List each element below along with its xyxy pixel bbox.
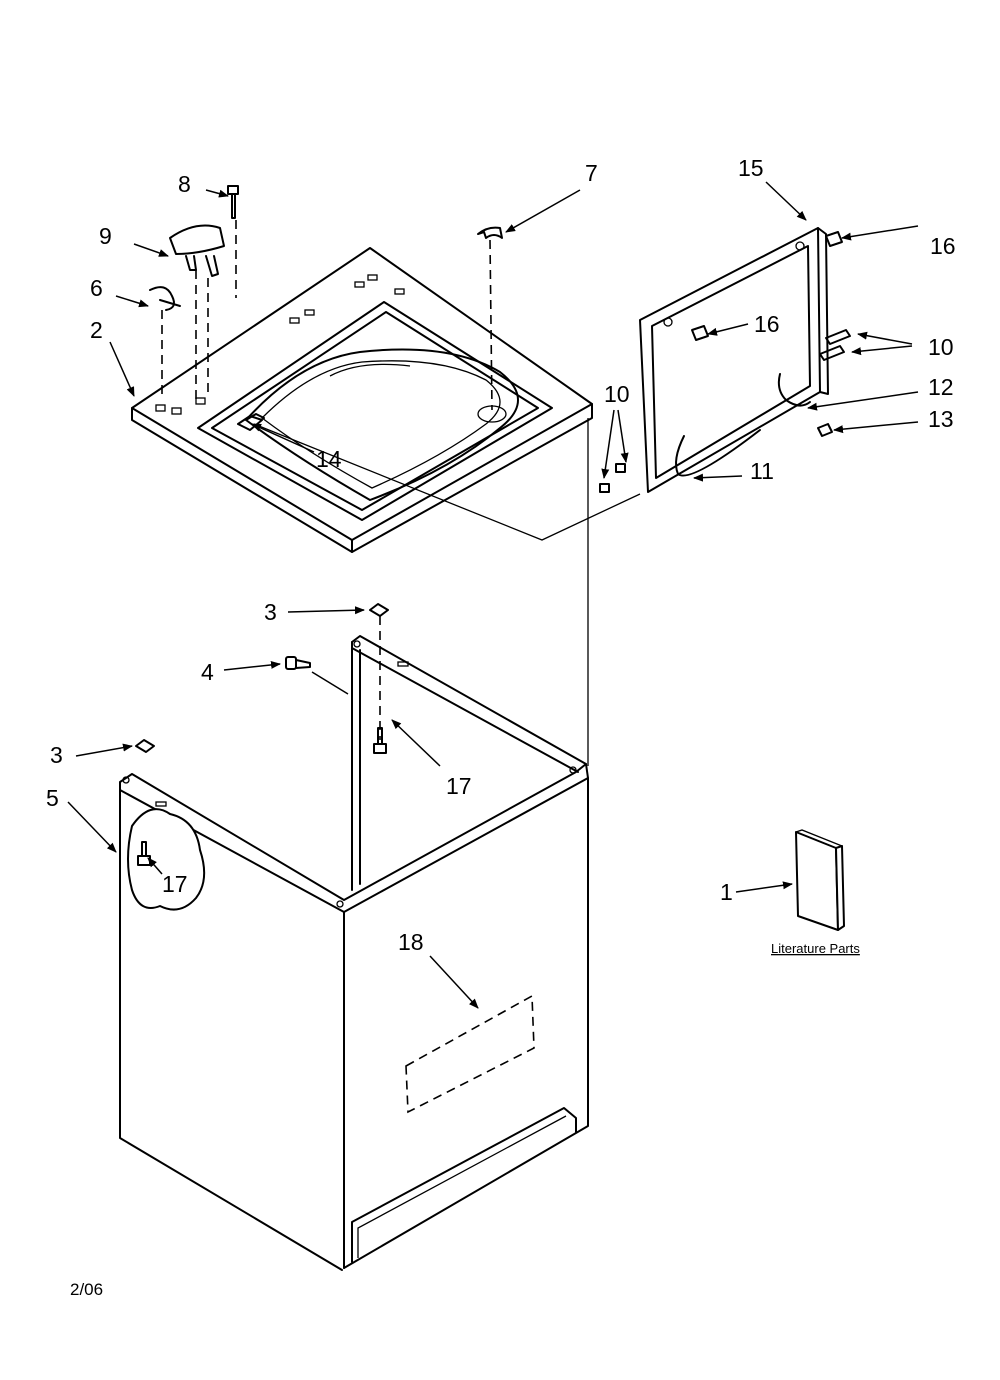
dash-line-7 — [489, 239, 493, 411]
callout-6: 6 — [90, 275, 103, 301]
callout-10b: 10 — [604, 381, 630, 407]
leader-lines — [67, 181, 919, 1009]
screw-17-upper — [373, 727, 387, 754]
screw-10a — [615, 463, 626, 473]
bumper-7 — [477, 226, 503, 239]
callout-5: 5 — [46, 785, 59, 811]
screw-4 — [285, 656, 311, 670]
date-code: 2/06 — [70, 1280, 103, 1299]
callout-16a: 16 — [930, 233, 956, 259]
callout-11: 11 — [750, 458, 774, 484]
clip-3a — [369, 603, 389, 617]
callout-numbers: 8 9 6 2 7 15 16 16 10 12 13 10 11 14 3 4… — [46, 155, 956, 955]
screw-10d — [819, 345, 845, 361]
bumper-13 — [817, 423, 833, 437]
screw-8 — [227, 185, 239, 219]
cabinet — [119, 635, 589, 1271]
callout-8: 8 — [178, 171, 191, 197]
hinge-rod-12 — [777, 373, 811, 407]
callout-7: 7 — [585, 160, 598, 186]
top-panel — [131, 247, 593, 553]
label-area-18 — [405, 994, 535, 1114]
clip-3b — [135, 739, 155, 753]
callout-14: 14 — [316, 446, 342, 472]
hinge-rod-11 — [675, 429, 761, 477]
screw-10b — [599, 483, 610, 493]
callout-1: 1 — [720, 879, 733, 905]
callout-2: 2 — [90, 317, 103, 343]
bumper-16a — [691, 325, 709, 341]
tab-14 — [245, 413, 265, 421]
callout-16b: 16 — [754, 311, 780, 337]
callout-17b: 17 — [162, 871, 188, 897]
callout-18: 18 — [398, 929, 424, 955]
clip-6 — [149, 286, 181, 311]
literature-pack — [795, 829, 845, 931]
lid — [639, 227, 829, 493]
callout-13: 13 — [928, 406, 954, 432]
callout-12: 12 — [928, 374, 954, 400]
literature-parts-label: Literature Parts — [771, 941, 860, 956]
callout-15: 15 — [738, 155, 764, 181]
callout-17a: 17 — [446, 773, 472, 799]
cabinet-cutaway — [127, 808, 206, 911]
lid-switch-9 — [169, 224, 225, 277]
assembly-guide-line — [253, 423, 641, 541]
callout-4: 4 — [201, 659, 214, 685]
callout-9: 9 — [99, 223, 112, 249]
callout-3a: 3 — [264, 599, 277, 625]
screw-10c — [825, 329, 851, 345]
callout-3b: 3 — [50, 742, 63, 768]
bumper-16b — [825, 231, 843, 247]
callout-10a: 10 — [928, 334, 954, 360]
